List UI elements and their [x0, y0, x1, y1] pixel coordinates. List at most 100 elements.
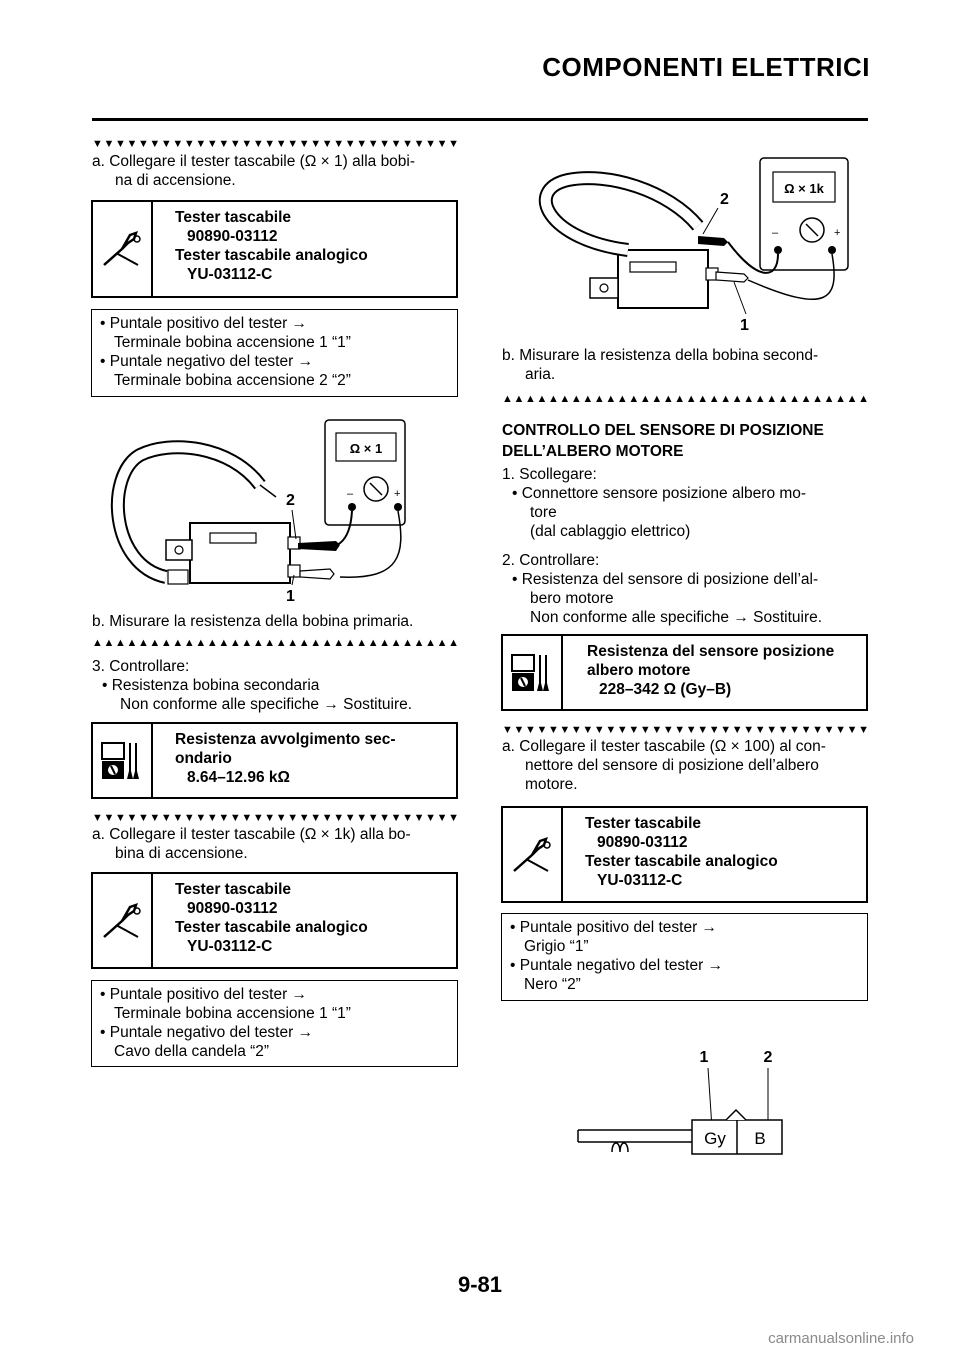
note-line: Grigio “1”	[524, 938, 589, 955]
callout-1: 1	[286, 588, 295, 605]
multimeter-icon	[503, 636, 563, 709]
wrench-tool-icon	[93, 202, 153, 296]
step-b1: b. Misurare la resistenza della bobina p…	[92, 613, 414, 630]
meter-scale-label: Ω × 1k	[784, 181, 824, 196]
step-a1-line2: na di accensione.	[115, 172, 236, 189]
coil-primary-test-diagram: Ω × 1 – + 2 1	[110, 419, 406, 605]
section-title-line2: DELL’ALBERO MOTORE	[502, 443, 684, 460]
note-line: • Puntale positivo del tester →	[510, 919, 718, 936]
step-a3: a. Collegare il tester tascabile (Ω × 10…	[502, 737, 826, 794]
note-line: Terminale bobina accensione 2 “2”	[114, 372, 351, 389]
tool-box-2: Tester tascabile 90890-03112 Tester tasc…	[91, 872, 458, 969]
note-line: • Puntale positivo del tester →	[100, 315, 308, 332]
step-b2-line1: b. Misurare la resistenza della bobina s…	[502, 347, 819, 364]
tool-name: Tester tascabile	[175, 209, 292, 226]
step-2-heading: 2. Controllare:	[502, 552, 600, 569]
callout-2: 2	[764, 1049, 773, 1066]
multimeter-icon	[93, 724, 153, 797]
step-start-marker: ▼▼▼▼▼▼▼▼▼▼▼▼▼▼▼▼▼▼▼▼▼▼▼▼▼▼▼▼▼▼▼▼▼▼▼	[502, 724, 868, 736]
pin-gy-label: Gy	[704, 1129, 726, 1148]
step-2: 2. Controllare: • Resistenza del sensore…	[502, 551, 822, 627]
step-a1-line1: a. Collegare il tester tascabile (Ω × 1)…	[92, 153, 416, 170]
step-2-action: Non conforme alle specifiche → Sostituir…	[530, 609, 823, 626]
step-a3-line3: motore.	[525, 776, 578, 793]
tool-box-1: Tester tascabile 90890-03112 Tester tasc…	[91, 200, 458, 298]
note-line: Terminale bobina accensione 1 “1”	[114, 1005, 351, 1022]
meter-minus-label: –	[772, 227, 779, 239]
callout-2: 2	[286, 492, 295, 509]
callout-2: 2	[720, 191, 729, 208]
note-line: • Puntale negativo del tester →	[510, 957, 724, 974]
tool-code-alt: YU-03112-C	[597, 872, 683, 889]
page-number: 9-81	[457, 1272, 503, 1297]
note-box-1: • Puntale positivo del tester → Terminal…	[91, 309, 458, 397]
spec-box-crank-sensor: Resistenza del sensore posizione albero …	[501, 634, 868, 711]
wrench-tool-icon	[503, 808, 563, 901]
spec-name: Resistenza avvolgimento sec-	[175, 731, 396, 748]
note-box-3: • Puntale positivo del tester → Grigio “…	[501, 913, 868, 1001]
step-1-item: • Connettore sensore posizione albero mo…	[512, 485, 807, 502]
step-a2: a. Collegare il tester tascabile (Ω × 1k…	[92, 825, 411, 863]
step-a3-line2: nettore del sensore di posizione dell’al…	[525, 757, 819, 774]
tool-name-alt: Tester tascabile analogico	[175, 919, 368, 936]
spec-value: 228–342 Ω (Gy–B)	[599, 681, 732, 698]
tool-name-alt: Tester tascabile analogico	[175, 247, 368, 264]
callout-1: 1	[700, 1049, 709, 1066]
step-1-item-cont: tore	[530, 504, 557, 521]
meter-scale-label: Ω × 1	[350, 441, 382, 456]
spec-name-cont: albero motore	[587, 662, 691, 679]
tool-code-alt: YU-03112-C	[187, 266, 273, 283]
note-line: • Puntale negativo del tester →	[100, 353, 314, 370]
footer-watermark: carmanualsonline.info	[768, 1330, 914, 1347]
spec-name: Resistenza del sensore posizione	[587, 643, 835, 660]
wrench-tool-icon	[93, 874, 153, 967]
spec-name-cont: ondario	[175, 750, 232, 767]
step-2-item: • Resistenza del sensore di posizione de…	[512, 571, 819, 588]
tool-code: 90890-03112	[187, 900, 278, 917]
section-title: CONTROLLO DEL SENSORE DI POSIZIONE DELL’…	[502, 420, 824, 462]
tool-name: Tester tascabile	[585, 815, 702, 832]
note-line: Terminale bobina accensione 1 “1”	[114, 334, 351, 351]
callout-1: 1	[740, 317, 749, 334]
note-box-2: • Puntale positivo del tester → Terminal…	[91, 980, 458, 1067]
step-2-item-cont: bero motore	[530, 590, 614, 607]
tool-name: Tester tascabile	[175, 881, 292, 898]
step-a1: a. Collegare il tester tascabile (Ω × 1)…	[92, 152, 415, 190]
crank-sensor-connector-diagram: 1 2 Gy B	[577, 1049, 783, 1155]
tool-code-alt: YU-03112-C	[187, 938, 273, 955]
note-line: Nero “2”	[524, 976, 581, 993]
note-line: • Puntale negativo del tester →	[100, 1024, 314, 1041]
header-divider	[92, 118, 868, 121]
spec-box-secondary: Resistenza avvolgimento sec- ondario 8.6…	[91, 722, 458, 799]
tool-code: 90890-03112	[597, 834, 688, 851]
spec-value: 8.64–12.96 kΩ	[187, 769, 290, 786]
step-a2-line2: bina di accensione.	[115, 845, 248, 862]
step-start-marker: ▼▼▼▼▼▼▼▼▼▼▼▼▼▼▼▼▼▼▼▼▼▼▼▼▼▼▼▼▼▼▼▼▼▼▼	[92, 812, 458, 824]
note-line: • Puntale positivo del tester →	[100, 986, 308, 1003]
meter-plus-label: +	[394, 488, 400, 500]
note-line: Cavo della candela “2”	[114, 1043, 270, 1060]
page-title: COMPONENTI ELETTRICI	[542, 52, 870, 82]
tool-name-alt: Tester tascabile analogico	[585, 853, 778, 870]
pin-b-label: B	[754, 1129, 765, 1148]
step-3: 3. Controllare: • Resistenza bobina seco…	[92, 657, 412, 714]
step-end-marker: ▲▲▲▲▲▲▲▲▲▲▲▲▲▲▲▲▲▲▲▲▲▲▲▲▲▲▲▲▲▲▲▲▲▲▲	[92, 637, 458, 649]
coil-secondary-test-diagram: Ω × 1k – + 2 1	[538, 157, 849, 334]
section-title-line1: CONTROLLO DEL SENSORE DI POSIZIONE	[502, 422, 824, 439]
tool-box-3: Tester tascabile 90890-03112 Tester tasc…	[501, 806, 868, 903]
step-start-marker: ▼▼▼▼▼▼▼▼▼▼▼▼▼▼▼▼▼▼▼▼▼▼▼▼▼▼▼▼▼▼▼▼▼▼▼	[92, 138, 458, 150]
step-1-item-note: (dal cablaggio elettrico)	[530, 523, 691, 540]
step-a3-line1: a. Collegare il tester tascabile (Ω × 10…	[502, 738, 826, 755]
tool-code: 90890-03112	[187, 228, 278, 245]
step-1-heading: 1. Scollegare:	[502, 466, 597, 483]
step-a2-line1: a. Collegare il tester tascabile (Ω × 1k…	[92, 826, 411, 843]
step-end-marker: ▲▲▲▲▲▲▲▲▲▲▲▲▲▲▲▲▲▲▲▲▲▲▲▲▲▲▲▲▲▲▲▲▲▲▲	[502, 393, 868, 405]
step-3-heading: 3. Controllare:	[92, 658, 190, 675]
step-b2: b. Misurare la resistenza della bobina s…	[502, 346, 818, 384]
meter-minus-label: –	[347, 488, 354, 500]
step-3-item: • Resistenza bobina secondaria	[102, 677, 320, 694]
step-1: 1. Scollegare: • Connettore sensore posi…	[502, 465, 806, 541]
step-b2-line2: aria.	[525, 366, 556, 383]
meter-plus-label: +	[834, 227, 840, 239]
step-3-action: Non conforme alle specifiche → Sostituir…	[120, 696, 413, 713]
